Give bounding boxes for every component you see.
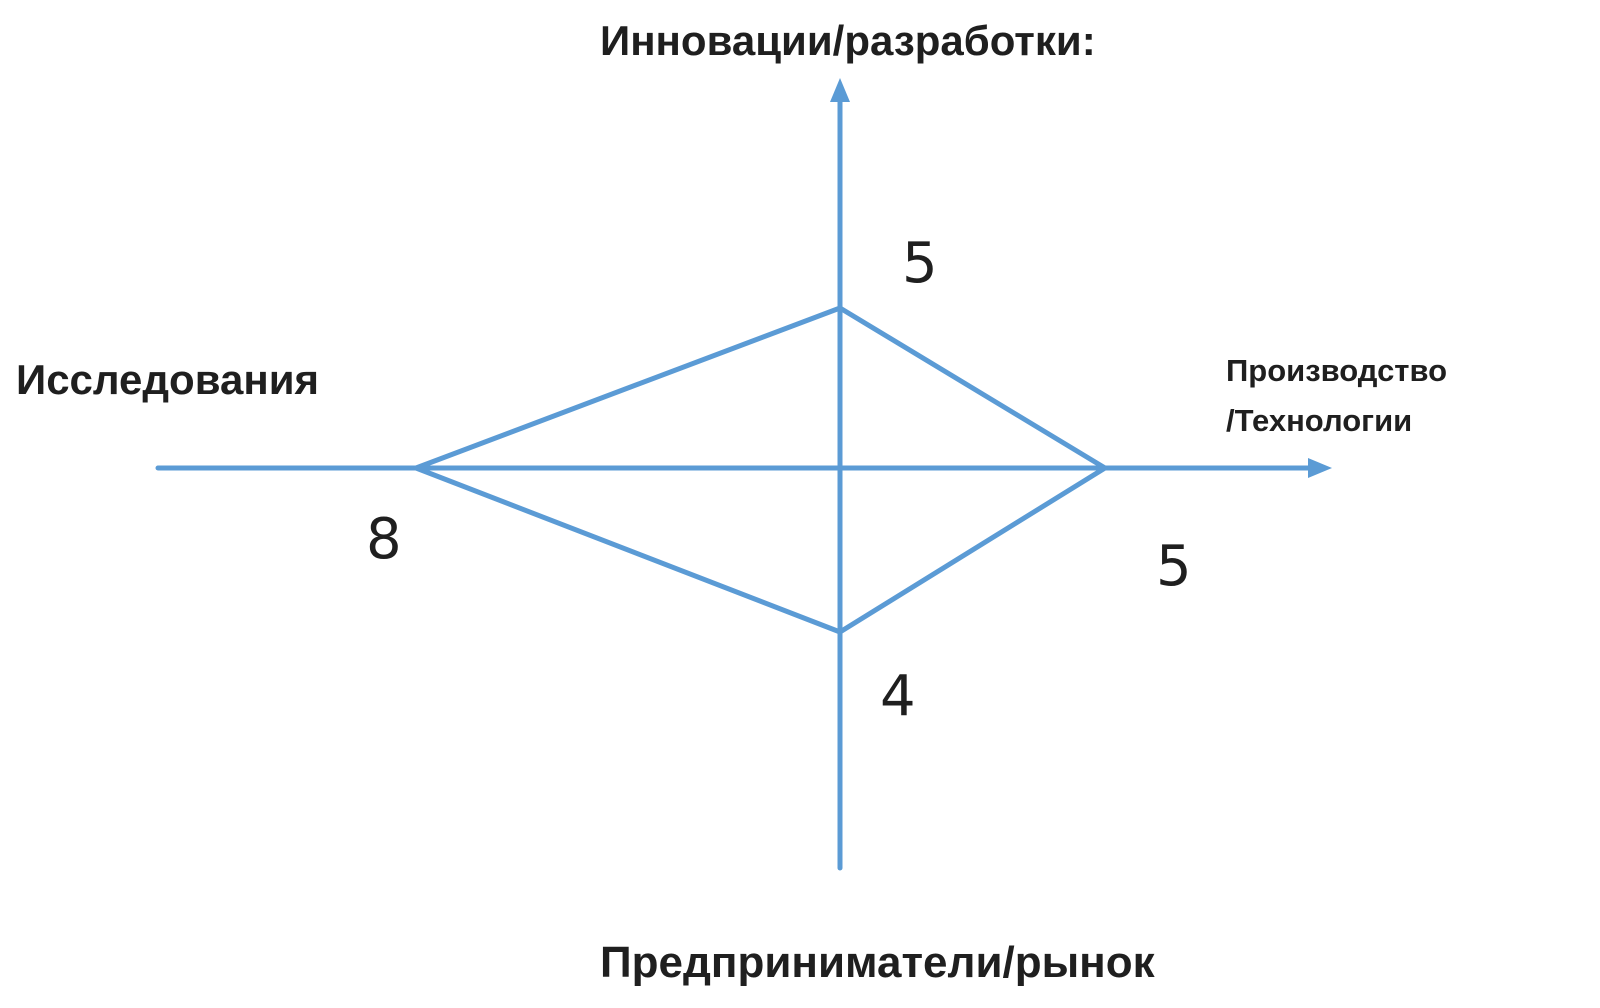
shape-edge-left-top xyxy=(413,305,843,471)
value-label-right: 5 xyxy=(1156,534,1192,599)
axis-label-top: Инновации/разработки: xyxy=(600,17,1096,64)
axis-label-right-line-1: Производство xyxy=(1226,353,1447,388)
shape-edge-bottom-left xyxy=(413,465,843,635)
value-label-bottom: 4 xyxy=(880,664,916,729)
horizontal-axis-arrowhead xyxy=(1308,458,1332,478)
axis-label-right-line-2: /Технологии xyxy=(1226,403,1412,438)
value-label-top: 5 xyxy=(902,231,938,296)
axis-label-bottom: Предприниматели/рынок xyxy=(600,938,1156,987)
value-label-left: 8 xyxy=(366,507,402,572)
shape-edge-top-right xyxy=(837,305,1108,471)
shape-edge-right-bottom xyxy=(837,465,1108,635)
vertical-axis-arrowhead xyxy=(830,78,850,102)
axis-label-left: Исследования xyxy=(16,356,319,403)
